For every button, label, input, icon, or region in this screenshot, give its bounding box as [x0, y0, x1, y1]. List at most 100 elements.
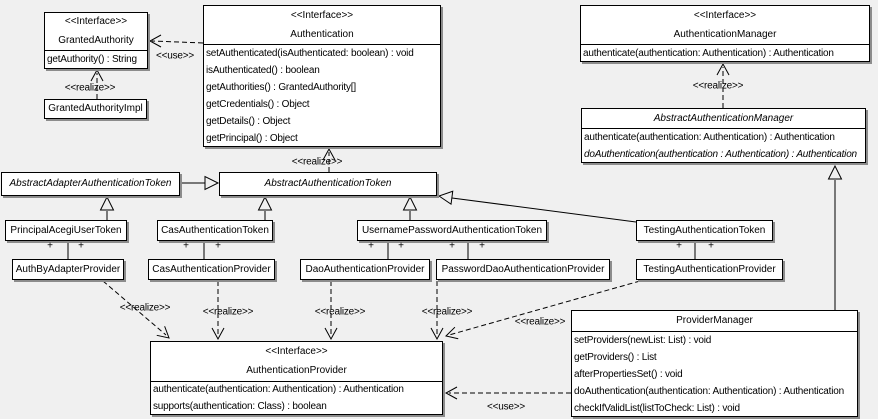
- class-box-abstract-adapter-authentication-token: AbstractAdapterAuthenticationToken: [1, 172, 180, 196]
- open-arrowhead-icon: [148, 34, 162, 48]
- method-label: supports(authentication: Class) : boolea…: [153, 400, 327, 412]
- class-name: GrantedAuthority: [58, 34, 134, 46]
- realize-label: <<realize>>: [64, 82, 116, 94]
- class-box-provider-manager: ProviderManager setProviders(newList: Lis…: [571, 310, 858, 417]
- method-label: isAuthenticated() : boolean: [206, 64, 320, 76]
- generalization-triangle-icon: [99, 195, 115, 211]
- class-header: <<Interface>> AuthenticationProvider: [151, 342, 442, 381]
- class-box-dao-authentication-provider: DaoAuthenticationProvider: [300, 259, 430, 280]
- open-arrowhead-icon: [716, 62, 730, 76]
- class-box-abstract-authentication-token: AbstractAuthenticationToken: [219, 172, 437, 196]
- method-label: getProviders() : List: [574, 351, 657, 363]
- realize-label: <<realize>>: [314, 306, 366, 318]
- class-box-username-password-authentication-token: UsernamePasswordAuthenticationToken: [357, 220, 547, 241]
- class-name: PasswordDaoAuthenticationProvider: [441, 263, 605, 275]
- open-arrowhead-icon: [444, 386, 458, 400]
- generalization-triangle-icon: [827, 164, 843, 180]
- stereotype-label: <<Interface>>: [64, 16, 128, 28]
- stereotype-label: <<Interface>>: [290, 9, 354, 21]
- class-box-password-dao-authentication-provider: PasswordDaoAuthenticationProvider: [436, 259, 610, 280]
- class-name: CasAuthenticationProvider: [152, 263, 271, 275]
- class-box-testing-authentication-token: TestingAuthenticationToken: [636, 220, 773, 241]
- realize-label: <<realize>>: [291, 156, 343, 168]
- methods-compartment: authenticate(authentication: Authenticat…: [581, 44, 869, 61]
- methods-compartment: authenticate(authentication: Authenticat…: [582, 128, 865, 162]
- class-name: PrincipalAcegiUserToken: [10, 224, 122, 236]
- association-plus-label: +: [215, 240, 221, 252]
- class-name: AbstractAuthenticationManager: [653, 112, 794, 124]
- association-plus-label: +: [449, 240, 455, 252]
- class-header: PasswordDaoAuthenticationProvider: [437, 260, 609, 279]
- class-name: AuthenticationManager: [673, 28, 777, 40]
- class-name: AbstractAuthenticationToken: [264, 178, 392, 189]
- class-header: <<Interface>> Authentication: [204, 6, 440, 44]
- class-header: TestingAuthenticationProvider: [637, 260, 782, 279]
- class-box-cas-authentication-token: CasAuthenticationToken: [157, 220, 273, 241]
- realize-label: <<realize>>: [514, 316, 566, 328]
- open-arrowhead-icon: [430, 327, 444, 341]
- method-label: getDetails() : Object: [206, 115, 291, 127]
- class-box-authentication-provider: <<Interface>> AuthenticationProvider authe…: [150, 341, 443, 415]
- class-name: AuthByAdapterProvider: [15, 263, 121, 275]
- stereotype-label: <<Interface>>: [693, 9, 757, 21]
- use-label: <<use>>: [486, 401, 526, 413]
- generalization-triangle-icon: [437, 190, 454, 206]
- class-name: UsernamePasswordAuthenticationToken: [361, 224, 543, 236]
- class-header: TestingAuthenticationToken: [637, 221, 772, 240]
- association-plus-label: +: [479, 240, 485, 252]
- method-label: doAuthentication(authentication : Authen…: [584, 148, 857, 160]
- method-label: afterPropertiesSet() : void: [574, 368, 683, 380]
- association-plus-label: +: [78, 240, 84, 252]
- method-label: getCredentials() : Object: [206, 98, 310, 110]
- method-label: authenticate(authentication: Authenticat…: [584, 131, 835, 143]
- realize-label: <<realize>>: [119, 302, 171, 314]
- class-header: <<Interface>> GrantedAuthority: [45, 13, 147, 50]
- method-label: getAuthority() : String: [47, 54, 137, 65]
- class-name: Authentication: [290, 28, 354, 40]
- generalization-triangle-icon: [402, 195, 418, 211]
- open-arrowhead-icon: [444, 326, 459, 340]
- class-name: TestingAuthenticationToken: [643, 224, 766, 236]
- method-label: doAuthentication(authentication: Authent…: [574, 385, 844, 397]
- class-header: ProviderManager: [572, 311, 857, 331]
- method-label: authenticate(authentication: Authenticat…: [153, 384, 404, 396]
- generalization-triangle-icon: [204, 175, 220, 191]
- class-header: CasAuthenticationProvider: [149, 260, 274, 279]
- class-header: UsernamePasswordAuthenticationToken: [358, 221, 546, 240]
- class-name: CasAuthenticationToken: [161, 224, 269, 236]
- class-header: DaoAuthenticationProvider: [301, 260, 429, 279]
- association-plus-label: +: [47, 240, 53, 252]
- methods-compartment: getAuthority() : String: [45, 50, 147, 68]
- class-name: ProviderManager: [676, 315, 753, 326]
- solid-edge: [451, 197, 637, 223]
- class-box-testing-authentication-provider: TestingAuthenticationProvider: [636, 259, 783, 280]
- class-box-granted-authority-impl: GrantedAuthorityImpl: [44, 99, 147, 119]
- class-header: AbstractAuthenticationToken: [220, 173, 436, 195]
- association-plus-label: +: [676, 240, 682, 252]
- class-header: AuthByAdapterProvider: [13, 260, 123, 279]
- class-header: AbstractAdapterAuthenticationToken: [2, 173, 179, 195]
- dashed-edge: [151, 40, 204, 44]
- open-arrowhead-icon: [324, 327, 338, 341]
- class-name: TestingAuthenticationProvider: [643, 263, 776, 275]
- use-label: <<use>>: [155, 50, 195, 62]
- dashed-edge: [448, 280, 641, 336]
- class-header: <<Interface>> AuthenticationManager: [581, 6, 869, 44]
- open-arrowhead-icon: [211, 327, 225, 341]
- method-label: checkIfValidList(listToCheck: List) : vo…: [574, 402, 740, 414]
- class-box-principal-acegi-user-token: PrincipalAcegiUserToken: [5, 220, 127, 241]
- association-plus-label: +: [708, 240, 714, 252]
- stereotype-label: <<Interface>>: [265, 345, 328, 357]
- class-name: AbstractAdapterAuthenticationToken: [9, 178, 172, 189]
- association-plus-label: +: [368, 240, 374, 252]
- realize-label: <<realize>>: [692, 80, 744, 92]
- open-arrowhead-icon: [90, 68, 104, 82]
- dashed-edge: [102, 280, 167, 336]
- class-header: PrincipalAcegiUserToken: [6, 221, 126, 240]
- method-label: setProviders(newList: List) : void: [574, 334, 712, 346]
- class-name: AuthenticationProvider: [246, 365, 347, 377]
- method-label: setAuthenticated(isAuthenticated: boolea…: [206, 47, 414, 59]
- association-plus-label: +: [398, 240, 404, 252]
